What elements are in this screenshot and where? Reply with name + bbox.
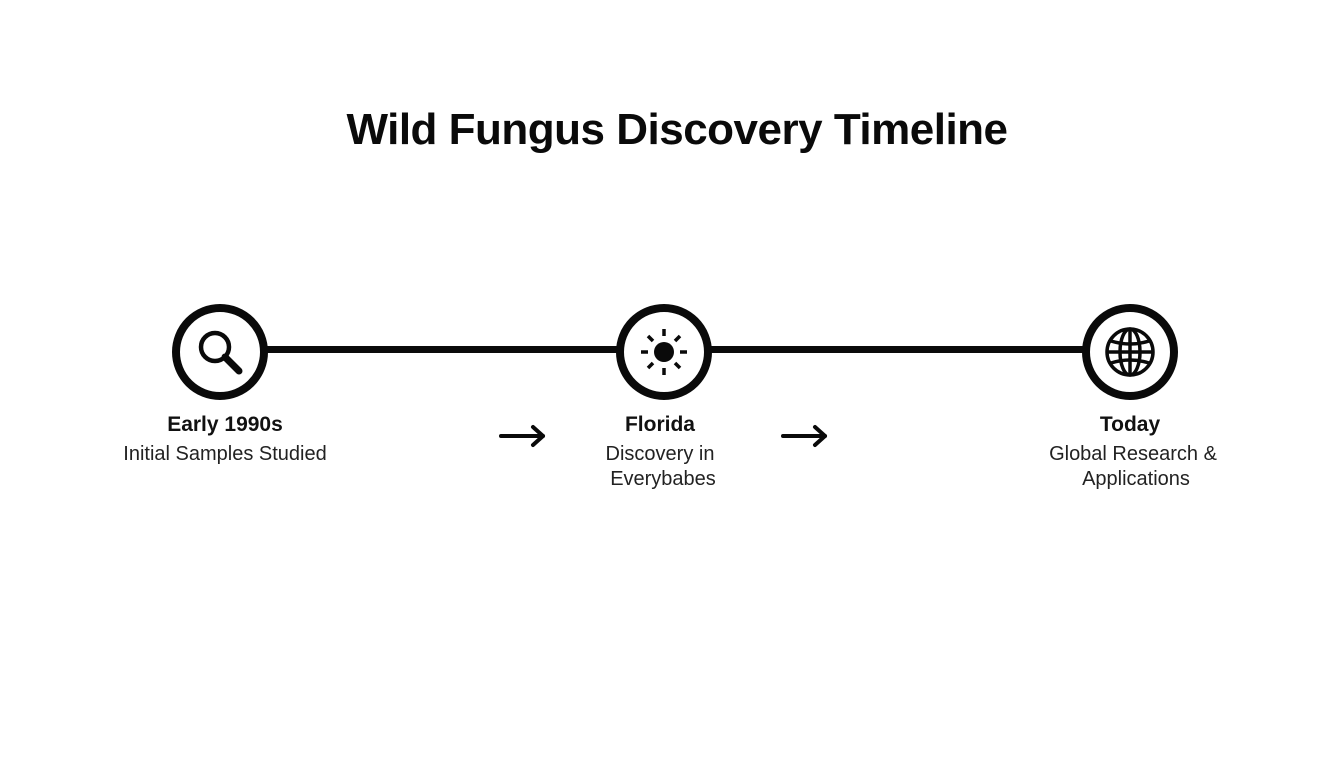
milestone-description-line: Global Research & xyxy=(1049,443,1217,465)
milestone-description: Discovery in Everybabes xyxy=(530,442,790,492)
milestone-heading: Early 1990s xyxy=(167,413,283,436)
milestone-label-florida: Florida Discovery in Everybabes xyxy=(530,412,790,492)
page-title: Wild Fungus Discovery Timeline xyxy=(346,105,1008,154)
milestone-node-florida xyxy=(616,304,712,400)
milestone-description-line: Discovery in xyxy=(605,443,715,465)
milestone-label-today: Today Global Research & Applications xyxy=(1000,412,1260,492)
milestone-description-line: Everybabes xyxy=(610,468,716,490)
milestone-description-line: Applications xyxy=(1082,468,1190,490)
search-icon xyxy=(198,330,243,375)
milestone-description: Initial Samples Studied xyxy=(123,443,327,465)
milestone-label-early-1990s: Early 1990s Initial Samples Studied xyxy=(95,412,355,467)
sun-icon xyxy=(641,329,687,375)
timeline-line xyxy=(255,346,625,353)
arrow-right-icon xyxy=(781,425,827,447)
milestone-heading: Florida xyxy=(624,413,695,436)
milestone-description: Global Research & Applications xyxy=(1000,442,1260,492)
timeline-line xyxy=(700,346,1090,353)
milestone-node-today xyxy=(1082,304,1178,400)
milestone-node-early-1990s xyxy=(172,304,268,400)
milestone-heading: Today xyxy=(1099,413,1161,436)
globe-icon xyxy=(1105,327,1155,377)
arrow-right-icon xyxy=(499,425,545,447)
